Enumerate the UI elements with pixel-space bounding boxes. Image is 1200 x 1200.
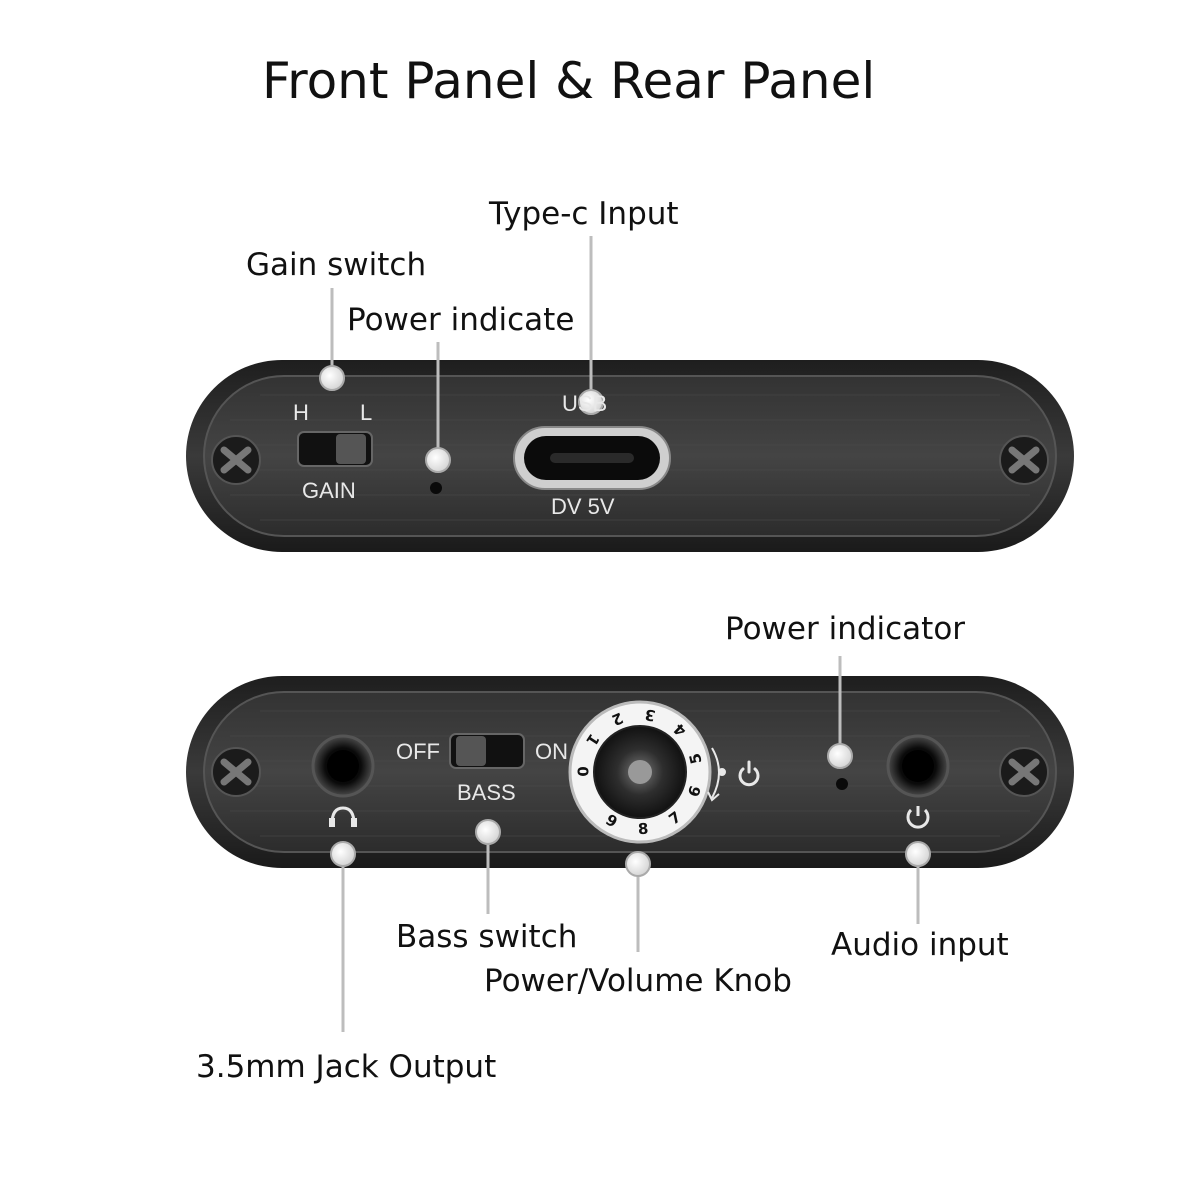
callout-power-indicator: Power indicator <box>725 611 966 647</box>
screw-icon <box>211 435 261 485</box>
audio-input-jack[interactable] <box>886 734 950 798</box>
rear-callout-lines <box>341 656 920 1032</box>
screw-icon <box>999 435 1049 485</box>
headphone-icon <box>329 806 357 827</box>
bass-label: BASS <box>457 780 516 805</box>
front-panel <box>186 360 1074 552</box>
power-led <box>430 482 442 494</box>
audio-input-icon <box>906 806 930 829</box>
front-brushed-texture <box>220 394 1040 521</box>
bass-off-label: OFF <box>396 739 440 764</box>
page-title: Front Panel & Rear Panel <box>262 52 876 110</box>
type-c-port[interactable] <box>513 426 671 490</box>
power-indicator-led <box>836 778 848 790</box>
knob-number: 8 <box>637 819 650 839</box>
dv-label: DV 5V <box>551 494 615 519</box>
volume-knob[interactable] <box>568 700 712 844</box>
callout-type-c-input: Type-c Input <box>489 196 679 232</box>
screw-icon <box>999 747 1049 797</box>
callout-power-indicate: Power indicate <box>347 302 575 338</box>
power-direction-arrow-icon <box>707 747 726 802</box>
screw-icon <box>211 747 261 797</box>
power-icon <box>738 760 760 787</box>
gain-label: GAIN <box>302 478 356 503</box>
bass-on-label: ON <box>535 739 568 764</box>
rear-callout-dots <box>330 743 931 877</box>
bass-switch[interactable] <box>449 733 525 769</box>
gain-high-label: H <box>293 400 309 425</box>
front-callout-lines <box>330 236 593 460</box>
callout-gain-switch: Gain switch <box>246 247 427 283</box>
callout-audio-input: Audio input <box>831 927 1009 963</box>
callout-volume-knob: Power/Volume Knob <box>484 963 792 999</box>
headphone-jack-output[interactable] <box>311 734 375 798</box>
callout-bass-switch: Bass switch <box>396 919 578 955</box>
gain-switch[interactable] <box>297 431 373 467</box>
usb-label: USB <box>562 391 608 416</box>
rear-panel <box>186 676 1074 868</box>
gain-low-label: L <box>360 400 373 425</box>
front-callout-dots <box>319 365 604 473</box>
callout-jack-output: 3.5mm Jack Output <box>196 1049 497 1085</box>
knob-number: 0 <box>573 766 592 777</box>
